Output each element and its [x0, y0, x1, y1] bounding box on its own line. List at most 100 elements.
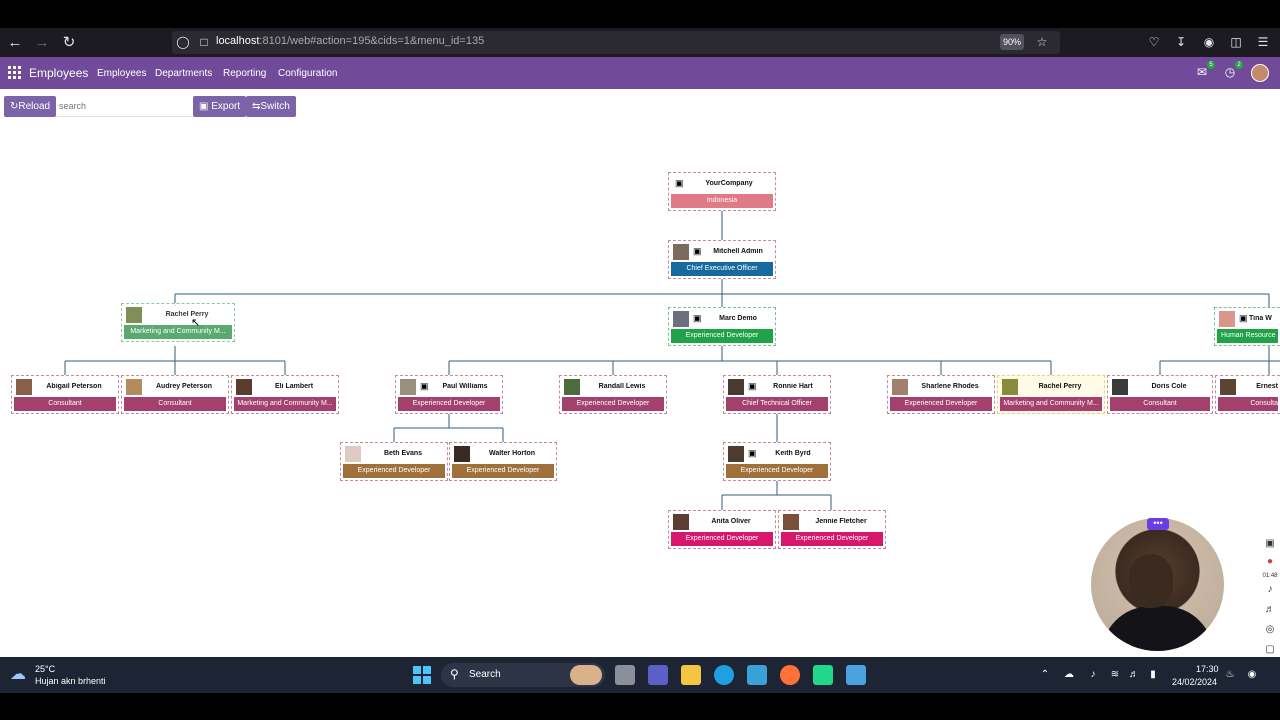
- stop-icon[interactable]: ▢: [1265, 644, 1275, 655]
- forward-arrow-icon[interactable]: →: [34, 34, 50, 51]
- node-job: Experienced Developer: [343, 464, 445, 478]
- weather-icon[interactable]: ☁: [10, 666, 26, 683]
- org-node-employee[interactable]: Anita Oliver Experienced Developer: [668, 510, 776, 549]
- reload-icon[interactable]: ↻: [62, 34, 76, 51]
- menu-departments[interactable]: Departments: [155, 68, 213, 79]
- employee-photo: [126, 306, 142, 323]
- start-button[interactable]: [413, 666, 431, 684]
- org-node-employee[interactable]: Beth Evans Experienced Developer: [340, 442, 448, 481]
- activities-icon[interactable]: ◷2: [1222, 61, 1243, 81]
- org-chart-connectors: [64, 210, 1280, 510]
- record-icon[interactable]: ●: [1266, 556, 1274, 567]
- org-node-employee[interactable]: ▣Marc Demo Experienced Developer: [668, 307, 776, 346]
- copilot-icon[interactable]: ◉: [1247, 669, 1257, 680]
- clock-time[interactable]: 17:30: [1196, 664, 1219, 674]
- org-node-company[interactable]: ▣YourCompany Indonesia: [668, 172, 776, 211]
- building-icon: ▣: [748, 381, 757, 391]
- org-node-employee[interactable]: Sharlene Rhodes Experienced Developer: [887, 375, 995, 414]
- org-node-employee[interactable]: Abigail Peterson Consultant: [11, 375, 119, 414]
- org-node-employee-drop-target[interactable]: Rachel Perry Marketing and Community M..…: [997, 375, 1105, 414]
- employee-photo: [673, 513, 689, 530]
- org-node-employee-dragging[interactable]: Rachel Perry Marketing and Community M..…: [121, 303, 235, 342]
- org-node-employee[interactable]: Jennie Fletcher Experienced Developer: [778, 510, 886, 549]
- node-name: Mitchell Admin: [713, 248, 763, 255]
- node-job: Experienced Developer: [671, 532, 773, 546]
- chevron-up-icon[interactable]: ⌃: [1040, 669, 1050, 680]
- download-icon[interactable]: ↧: [1175, 35, 1187, 49]
- node-job: Experienced Developer: [726, 464, 828, 478]
- firefox-icon[interactable]: [780, 665, 800, 685]
- node-name: Doris Cole: [1151, 383, 1187, 390]
- building-icon: ▣: [693, 246, 702, 256]
- node-job: Marketing and Community M...: [124, 325, 232, 339]
- org-node-employee[interactable]: Doris Cole Consultant: [1107, 375, 1213, 414]
- employee-photo: [728, 378, 744, 395]
- menu-icon[interactable]: ☰: [1257, 35, 1269, 49]
- org-node-employee[interactable]: Randall Lewis Experienced Developer: [559, 375, 667, 414]
- cloud-icon[interactable]: ☁: [1064, 669, 1074, 680]
- node-name: Marc Demo: [719, 315, 757, 322]
- org-node-employee[interactable]: ▣Tina W Human Resource: [1214, 307, 1280, 346]
- org-node-employee[interactable]: Walter Horton Experienced Developer: [449, 442, 557, 481]
- search-input[interactable]: [56, 96, 192, 117]
- org-node-employee[interactable]: ▣Mitchell Admin Chief Executive Officer: [668, 240, 776, 279]
- webcam-options-icon[interactable]: •••: [1147, 518, 1169, 530]
- zoom-badge[interactable]: 90%: [1000, 34, 1024, 50]
- account-icon[interactable]: ◉: [1203, 35, 1215, 49]
- mouse-cursor-icon: ↖: [191, 317, 201, 329]
- extensions-icon[interactable]: ◫: [1230, 35, 1242, 49]
- wifi-icon[interactable]: ≋: [1110, 669, 1120, 680]
- node-job: Experienced Developer: [398, 397, 500, 411]
- org-node-employee[interactable]: ▣Keith Byrd Experienced Developer: [723, 442, 831, 481]
- switch-button[interactable]: ⇆Switch: [246, 96, 296, 117]
- task-view-icon[interactable]: [615, 665, 635, 685]
- org-node-employee[interactable]: ▣Ronnie Hart Chief Technical Officer: [723, 375, 831, 414]
- refresh-icon: ↻: [10, 101, 19, 112]
- org-node-employee[interactable]: Audrey Peterson Consultant: [121, 375, 229, 414]
- messages-icon[interactable]: ✉5: [1194, 61, 1215, 81]
- notepad-icon[interactable]: [846, 665, 866, 685]
- apps-grid-icon[interactable]: [8, 66, 21, 79]
- clock-date[interactable]: 24/02/2024: [1172, 677, 1218, 687]
- back-arrow-icon[interactable]: ←: [7, 34, 23, 51]
- pycharm-icon[interactable]: [813, 665, 833, 685]
- building-icon: ▣: [1239, 313, 1248, 323]
- vscode-icon[interactable]: [747, 665, 767, 685]
- volume-icon[interactable]: ♬: [1129, 669, 1139, 680]
- weather-temperature: 25°C: [35, 664, 56, 674]
- microphone-icon[interactable]: ♪: [1267, 584, 1273, 595]
- speaker-icon[interactable]: ♬: [1265, 604, 1275, 615]
- reload-button[interactable]: ↻Reload: [4, 96, 57, 117]
- menu-reporting[interactable]: Reporting: [223, 68, 267, 79]
- node-name: Anita Oliver: [711, 518, 751, 525]
- star-icon[interactable]: ☆: [1036, 35, 1048, 49]
- webcam-toggle-icon[interactable]: ◎: [1265, 624, 1275, 635]
- user-avatar[interactable]: [1251, 64, 1269, 82]
- camera-icon: ▣: [199, 101, 212, 112]
- org-node-employee[interactable]: Eli Lambert Marketing and Community M...: [231, 375, 339, 414]
- notification-bell-icon[interactable]: ♨: [1225, 669, 1235, 680]
- recorder-toolbar: ▣ ● 01:48 ♪ ♬ ◎ ▢: [1260, 520, 1280, 658]
- search-icon: ⚲: [450, 667, 459, 681]
- menu-employees[interactable]: Employees: [97, 68, 147, 79]
- file-explorer-icon[interactable]: [681, 665, 701, 685]
- node-name: Sharlene Rhodes: [921, 383, 979, 390]
- menu-configuration[interactable]: Configuration: [278, 68, 338, 79]
- edge-icon[interactable]: [714, 665, 734, 685]
- employee-photo: [892, 378, 908, 395]
- employee-photo: [16, 378, 32, 395]
- node-job: Indonesia: [671, 194, 773, 208]
- org-node-employee[interactable]: Ernest Consulta: [1215, 375, 1280, 414]
- org-node-employee[interactable]: ▣Paul Williams Experienced Developer: [395, 375, 503, 414]
- employee-photo: [126, 378, 142, 395]
- app-title[interactable]: Employees: [29, 66, 89, 80]
- node-job: Marketing and Community M...: [234, 397, 336, 411]
- address-bar[interactable]: ◯ □ localhost:8101/web#action=195&cids=1…: [172, 31, 1060, 54]
- teams-icon[interactable]: [648, 665, 668, 685]
- microphone-tray-icon[interactable]: ♪: [1090, 669, 1096, 680]
- export-button[interactable]: ▣ Export: [193, 96, 247, 117]
- pocket-icon[interactable]: ♡: [1148, 35, 1160, 49]
- camera-icon[interactable]: ▣: [1265, 538, 1275, 549]
- node-name: Ronnie Hart: [773, 383, 813, 390]
- battery-icon[interactable]: ▮: [1150, 669, 1156, 680]
